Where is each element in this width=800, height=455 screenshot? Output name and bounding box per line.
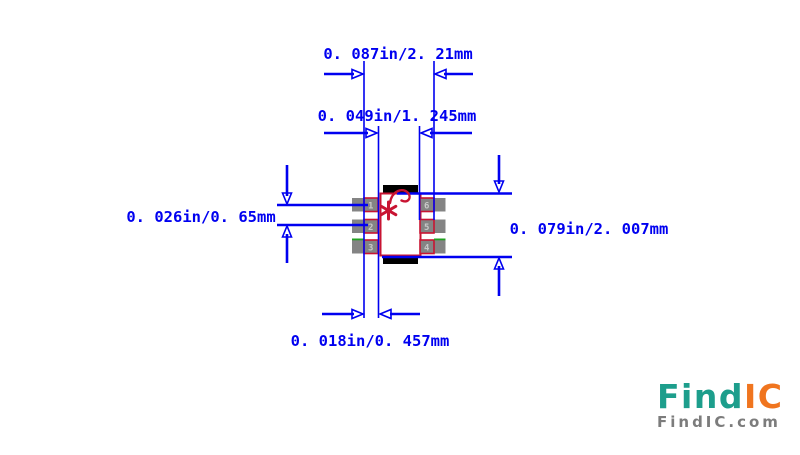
pad-4-inner-outline (419, 239, 435, 255)
dim-pitch-arrow-down-icon (281, 192, 293, 207)
logo-text-find: Find (657, 377, 744, 416)
dim-height-arrow-down-icon (493, 180, 505, 195)
dim-label-body-width: 0. 049in/1. 245mm (318, 107, 477, 125)
dim-lead-span-arrow-left-icon (432, 68, 447, 80)
dim-label-lead-span: 0. 087in/2. 21mm (323, 45, 472, 63)
logo-domain-text: FindIC.com (657, 413, 781, 431)
logo-text-ic: IC (743, 377, 784, 416)
package-bottom-bar (383, 256, 418, 264)
dim-label-body-height: 0. 079in/2. 007mm (510, 220, 669, 238)
pad-5 (420, 219, 446, 233)
findic-logo: FindIC FindIC.com (657, 380, 783, 430)
pin-number-5: 5 (424, 223, 429, 233)
pad-4 (420, 240, 446, 254)
package-body-outline (379, 192, 422, 257)
pin-number-6: 6 (424, 202, 429, 212)
dim-body-width-arrow-left-icon (418, 127, 433, 139)
dim-body-width-arrow-right-icon (365, 127, 380, 139)
dim-pad-length-arrow-left-icon (377, 308, 392, 320)
pad-6 (420, 198, 446, 212)
findic-logo-wordmark: FindIC (657, 380, 783, 413)
dim-height-arrow-up-icon (493, 255, 505, 270)
pin-number-1: 1 (368, 202, 373, 212)
pad-3 (352, 240, 378, 254)
pin1-arc-icon (388, 189, 411, 205)
dim-lead-span-arrow-right-icon (351, 68, 366, 80)
dim-pitch-arrow-up-icon (281, 223, 293, 238)
pin-number-3: 3 (368, 244, 373, 254)
dim-pad-length-arrow-right-icon (351, 308, 366, 320)
pin1-asterisk-icon (379, 204, 398, 217)
dim-label-pad-pitch: 0. 026in/0. 65mm (126, 208, 275, 226)
package-top-bar (383, 185, 418, 193)
pin-number-2: 2 (368, 223, 373, 233)
pin-number-4: 4 (424, 244, 430, 254)
dim-label-pad-length: 0. 018in/0. 457mm (291, 332, 450, 350)
pin1-marker (379, 189, 411, 221)
pad-5-inner-outline (419, 218, 435, 234)
